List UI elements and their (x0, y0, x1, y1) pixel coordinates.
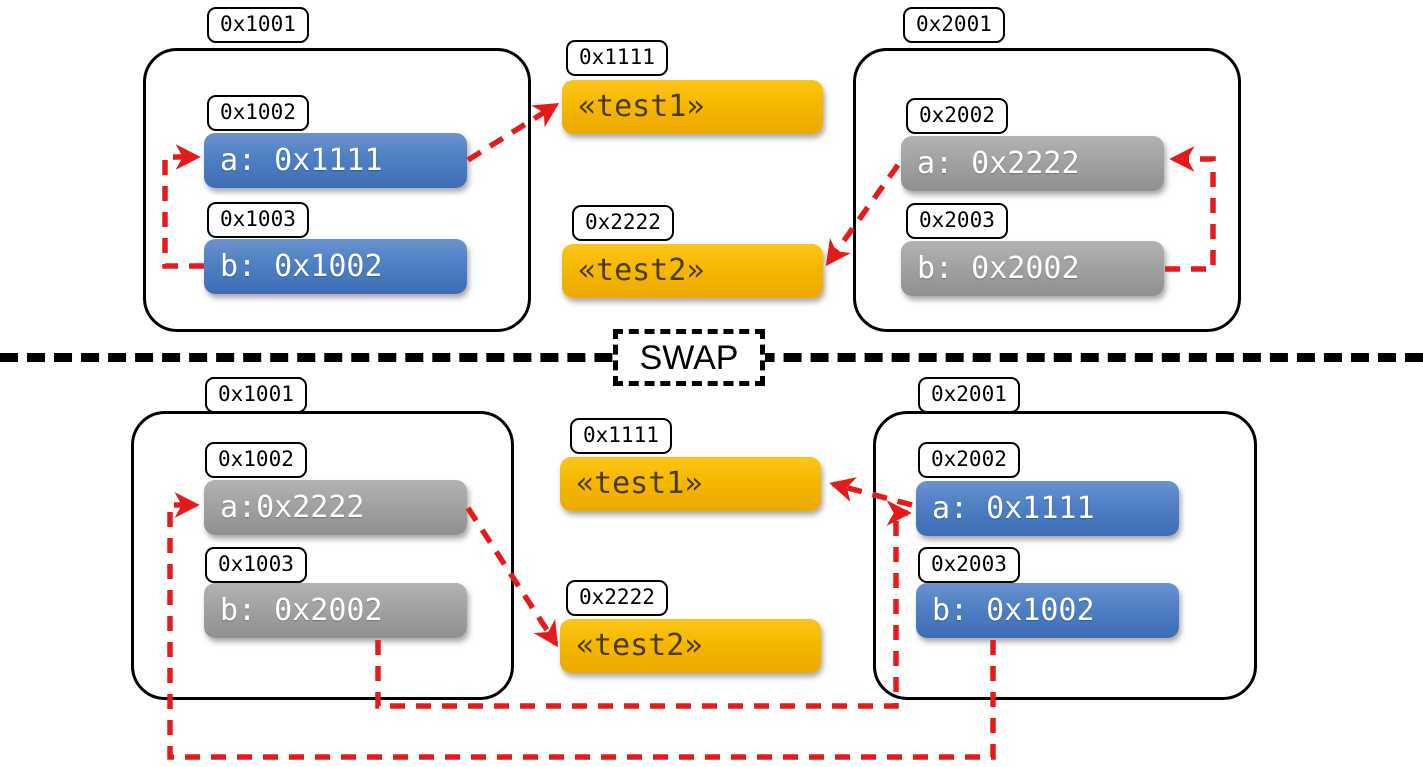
address-tag-after-right-a: 0x2002 (918, 442, 1020, 478)
memory-region-after-left (131, 411, 514, 700)
cell-after-right-b: b: 0x1002 (916, 583, 1179, 638)
address-tag-before-left-region: 0x1001 (207, 7, 309, 43)
address-tag-after-left-a: 0x1002 (205, 442, 307, 478)
address-tag-before-test2: 0x2222 (572, 205, 674, 241)
cell-before-right-a: a: 0x2222 (901, 136, 1164, 191)
cell-before-left-a: a: 0x1111 (204, 133, 467, 188)
cell-after-test1: «test1» (560, 457, 821, 511)
address-tag-after-test1: 0x1111 (570, 418, 672, 454)
cell-after-right-a: a: 0x1111 (916, 481, 1179, 536)
cell-before-left-b: b: 0x1002 (204, 239, 467, 294)
cell-after-left-b: b: 0x2002 (204, 583, 467, 638)
address-tag-before-test1: 0x1111 (566, 40, 668, 76)
cell-before-test1: «test1» (562, 80, 823, 134)
cell-after-test2: «test2» (560, 619, 821, 673)
address-tag-after-right-b: 0x2003 (918, 547, 1020, 583)
cell-after-left-a: a:0x2222 (204, 480, 467, 535)
address-tag-before-right-a: 0x2002 (906, 98, 1008, 134)
address-tag-after-right-region: 0x2001 (918, 377, 1020, 413)
cell-before-test2: «test2» (562, 244, 823, 298)
cell-before-right-b: b: 0x2002 (901, 241, 1164, 296)
address-tag-before-left-b: 0x1003 (207, 202, 309, 238)
address-tag-before-right-b: 0x2003 (906, 203, 1008, 239)
address-tag-after-left-region: 0x1001 (205, 377, 307, 413)
address-tag-after-test2: 0x2222 (566, 580, 668, 616)
address-tag-before-left-a: 0x1002 (207, 95, 309, 131)
address-tag-before-right-region: 0x2001 (903, 7, 1005, 43)
address-tag-after-left-b: 0x1003 (205, 547, 307, 583)
swap-label: SWAP (613, 329, 765, 386)
